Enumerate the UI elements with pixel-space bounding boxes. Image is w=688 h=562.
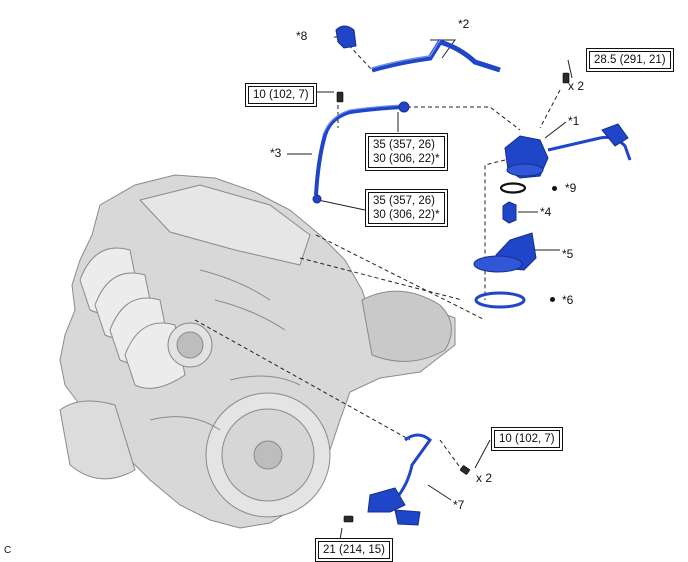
fuel-pipe-highlight bbox=[371, 39, 441, 69]
fuel-tube-highlight bbox=[322, 104, 404, 136]
callout-label: *9 bbox=[565, 181, 577, 195]
callout-label: *6 bbox=[562, 293, 574, 307]
bolt bbox=[562, 72, 570, 84]
cylinder-head-cover bbox=[139, 184, 311, 266]
callout-label: *2 bbox=[458, 17, 470, 31]
leader-lines bbox=[194, 39, 561, 471]
clamp-part bbox=[335, 25, 357, 49]
torque-spec-box: 10 (102, 7) bbox=[491, 427, 563, 451]
torque-spec-box: 35 (357, 26) 30 (306, 22)* bbox=[365, 189, 448, 227]
bracket-base bbox=[473, 255, 523, 273]
callout-label: *3 bbox=[270, 146, 282, 160]
callout-label: *1 bbox=[568, 114, 580, 128]
oil-pan bbox=[59, 400, 136, 480]
pump-connector-plug bbox=[601, 123, 629, 147]
leader-solid bbox=[474, 439, 491, 469]
leader-solid bbox=[427, 484, 452, 501]
harness-bracket bbox=[394, 509, 421, 526]
fuel-pipe bbox=[371, 39, 501, 73]
fuel-pump-flange bbox=[506, 163, 544, 177]
callout-label: *4 bbox=[540, 205, 552, 219]
torque-value: 21 (214, 15) bbox=[323, 544, 386, 556]
figure-code: C bbox=[4, 545, 12, 556]
torque-spec-box: 35 (357, 26) 30 (306, 22)* bbox=[365, 133, 448, 171]
tube-fitting bbox=[312, 194, 322, 204]
engine-detail bbox=[149, 269, 301, 431]
torque-value-alt: 30 (306, 22)* bbox=[373, 209, 440, 221]
engine-assembly bbox=[59, 174, 456, 529]
tube-fitting bbox=[398, 101, 410, 113]
harness-clamp bbox=[367, 487, 406, 513]
torque-spec-box: 28.5 (291, 21) bbox=[586, 48, 674, 72]
leader-dashed bbox=[484, 159, 506, 300]
o-ring bbox=[499, 182, 527, 194]
throttle-bore bbox=[176, 331, 204, 359]
leader-solid bbox=[317, 199, 366, 211]
callout-label: *8 bbox=[296, 29, 308, 43]
callout-dot bbox=[550, 297, 555, 302]
torque-spec-box: 10 (102, 7) bbox=[245, 83, 317, 107]
torque-value: 10 (102, 7) bbox=[499, 433, 555, 445]
quantity-label: x 2 bbox=[476, 471, 493, 485]
torque-value: 35 (357, 26) bbox=[373, 195, 436, 207]
bolt bbox=[460, 465, 470, 475]
callout-dot bbox=[552, 186, 557, 191]
leader-dashed bbox=[407, 106, 521, 131]
torque-value: 35 (357, 26) bbox=[373, 139, 436, 151]
torque-value: 28.5 (291, 21) bbox=[594, 54, 666, 66]
flywheel-hub bbox=[253, 440, 283, 470]
torque-spec-box: 21 (214, 15) bbox=[315, 538, 394, 562]
bolt bbox=[336, 91, 344, 103]
leader-dashed bbox=[315, 234, 486, 321]
torque-value: 10 (102, 7) bbox=[253, 89, 309, 101]
fuel-pump-lifter bbox=[502, 201, 517, 224]
leader-solid bbox=[544, 121, 567, 139]
torque-value-alt: 30 (306, 22)* bbox=[373, 153, 440, 165]
wire-harness bbox=[393, 433, 433, 501]
callout-label: *7 bbox=[453, 498, 465, 512]
gasket bbox=[474, 291, 526, 309]
quantity-label: x 2 bbox=[568, 79, 585, 93]
leader-dashed bbox=[439, 439, 463, 471]
bolt bbox=[343, 515, 354, 523]
callout-label: *5 bbox=[562, 247, 574, 261]
leader-dashed bbox=[539, 89, 561, 129]
fuel-tube bbox=[314, 105, 404, 196]
bolts bbox=[336, 72, 570, 523]
leader-dashed bbox=[194, 319, 411, 441]
leader-solid bbox=[567, 59, 573, 79]
fuel-parts bbox=[312, 25, 632, 526]
exhaust-manifold bbox=[361, 290, 452, 362]
solid-leaders bbox=[287, 36, 573, 541]
